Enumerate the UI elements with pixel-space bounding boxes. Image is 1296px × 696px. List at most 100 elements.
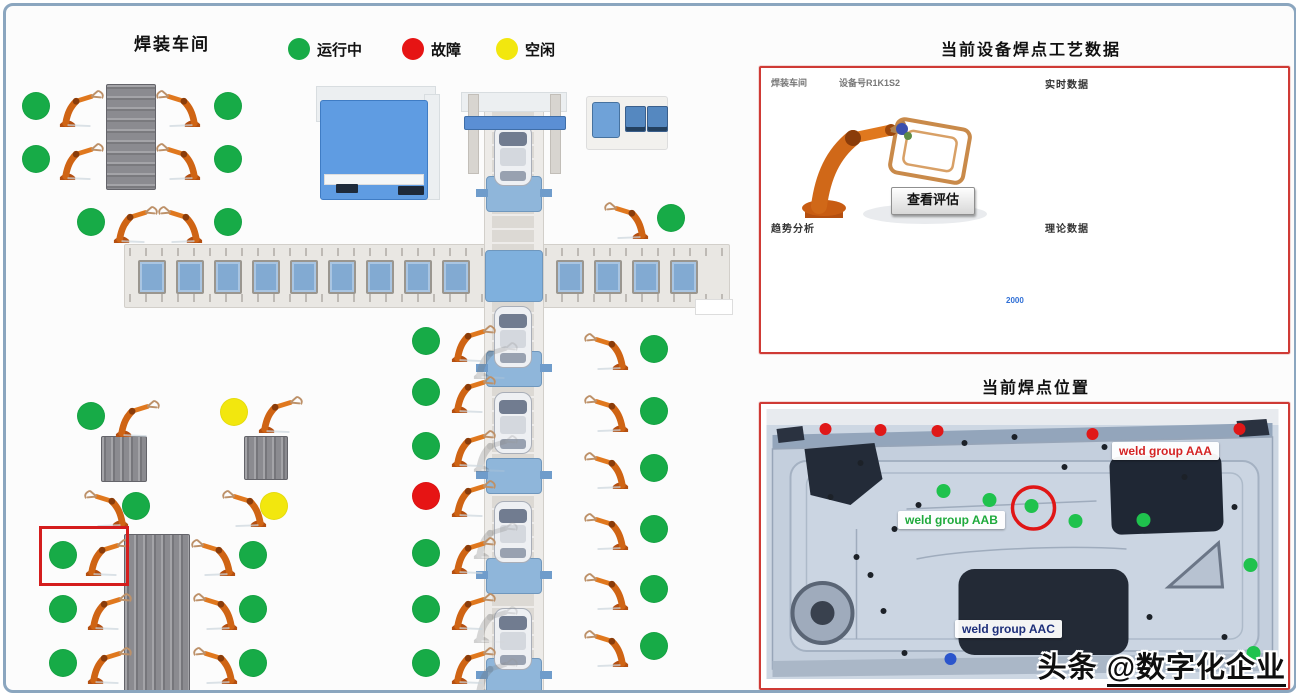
equipment-status-dot-running[interactable] — [77, 208, 105, 236]
robot-arm[interactable] — [251, 392, 305, 434]
equipment-status-dot-running[interactable] — [640, 454, 668, 482]
robot-arm[interactable] — [154, 86, 208, 128]
robot-arm[interactable] — [582, 391, 636, 433]
weld-point-green[interactable] — [1068, 514, 1083, 528]
equipment-status-dot-running[interactable] — [412, 378, 440, 406]
weld-point-red[interactable] — [1233, 423, 1246, 435]
robot-arm[interactable] — [78, 535, 132, 577]
equipment-status-dot-running[interactable] — [657, 204, 685, 232]
robot-arm[interactable] — [156, 202, 210, 244]
robot-arm[interactable] — [444, 426, 498, 468]
weld-point-red[interactable] — [874, 424, 887, 436]
weld-point-black[interactable] — [1146, 614, 1153, 620]
robot-arm[interactable] — [582, 448, 636, 490]
weld-point-black[interactable] — [1101, 444, 1108, 450]
weld-point-black[interactable] — [901, 650, 908, 656]
weld-point-black[interactable] — [1221, 634, 1228, 640]
weld-point-green[interactable] — [1243, 558, 1258, 572]
weld-point-black[interactable] — [915, 502, 922, 508]
weld-point-black[interactable] — [827, 494, 834, 500]
robot-arm[interactable] — [582, 329, 636, 371]
equipment-status-dot-running[interactable] — [412, 595, 440, 623]
weld-point-black[interactable] — [857, 460, 864, 466]
equipment-status-dot-idle[interactable] — [220, 398, 248, 426]
equipment-status-dot-running[interactable] — [412, 539, 440, 567]
robot-arm[interactable] — [582, 569, 636, 611]
weld-point-black[interactable] — [880, 608, 887, 614]
robot-arm[interactable] — [444, 643, 498, 685]
weld-group-label[interactable]: weld group AAC — [955, 620, 1062, 638]
robot-arm[interactable] — [82, 486, 136, 528]
equipment-status-dot-running[interactable] — [49, 541, 77, 569]
weld-point-black[interactable] — [867, 572, 874, 578]
weld-point-black[interactable] — [1181, 474, 1188, 480]
conveyor-pallet — [556, 260, 584, 294]
robot-arm[interactable] — [108, 396, 162, 438]
weld-point-green[interactable] — [1024, 499, 1039, 513]
robot-arm[interactable] — [191, 643, 245, 685]
robot-arm[interactable] — [602, 198, 656, 240]
weld-group-label[interactable]: weld group AAB — [898, 511, 1005, 529]
robot-arm[interactable] — [444, 533, 498, 575]
equipment-status-dot-running[interactable] — [214, 208, 242, 236]
robot-arm[interactable] — [191, 589, 245, 631]
weld-point-green[interactable] — [1246, 646, 1261, 660]
equipment-status-dot-running[interactable] — [122, 492, 150, 520]
equipment-status-dot-running[interactable] — [22, 145, 50, 173]
equipment-status-dot-fault[interactable] — [412, 482, 440, 510]
robot-arm[interactable] — [80, 643, 134, 685]
conveyor-pallet — [176, 260, 204, 294]
car-body — [494, 124, 532, 186]
robot-arm[interactable] — [52, 86, 106, 128]
robot-arm[interactable] — [444, 321, 498, 363]
weld-point-black[interactable] — [853, 554, 860, 560]
equipment-status-dot-running[interactable] — [214, 145, 242, 173]
weld-point-black[interactable] — [1231, 504, 1238, 510]
equipment-status-dot-running[interactable] — [239, 541, 267, 569]
robot-arm[interactable] — [189, 535, 243, 577]
weld-point-green[interactable] — [982, 493, 997, 507]
legend-idle-dot — [496, 38, 518, 60]
robot-arm[interactable] — [444, 589, 498, 631]
equipment-status-dot-running[interactable] — [77, 402, 105, 430]
equipment-status-dot-running[interactable] — [640, 515, 668, 543]
equipment-status-dot-running[interactable] — [412, 649, 440, 677]
weld-group-label[interactable]: weld group AAA — [1112, 442, 1219, 460]
weld-point-black[interactable] — [1011, 434, 1018, 440]
equipment-status-dot-running[interactable] — [640, 397, 668, 425]
equipment-status-dot-running[interactable] — [49, 649, 77, 677]
current-weld-highlight-circle — [1010, 485, 1057, 531]
equipment-status-dot-running[interactable] — [412, 432, 440, 460]
equipment-status-dot-idle[interactable] — [260, 492, 288, 520]
equipment-status-dot-running[interactable] — [22, 92, 50, 120]
view-evaluation-button[interactable]: 查看评估 — [891, 187, 975, 215]
robot-arm[interactable] — [154, 139, 208, 181]
weld-point-red[interactable] — [931, 425, 944, 437]
weld-point-green[interactable] — [1136, 513, 1151, 527]
robot-arm[interactable] — [106, 202, 160, 244]
weld-point-red[interactable] — [819, 423, 832, 435]
equipment-status-dot-running[interactable] — [412, 327, 440, 355]
conveyor-pallet — [594, 260, 622, 294]
robot-arm[interactable] — [52, 139, 106, 181]
robot-arm[interactable] — [444, 372, 498, 414]
robot-arm[interactable] — [444, 476, 498, 518]
weld-point-red[interactable] — [1086, 428, 1099, 440]
weld-point-green[interactable] — [936, 484, 951, 498]
robot-arm[interactable] — [582, 509, 636, 551]
robot-arm[interactable] — [582, 626, 636, 668]
equipment-status-dot-running[interactable] — [49, 595, 77, 623]
equipment-status-dot-running[interactable] — [640, 335, 668, 363]
robot-arm[interactable] — [220, 486, 274, 528]
robot-arm[interactable] — [80, 589, 134, 631]
equipment-status-dot-running[interactable] — [239, 649, 267, 677]
weld-point-black[interactable] — [961, 440, 968, 446]
equipment-status-dot-running[interactable] — [239, 595, 267, 623]
conveyor-pallet — [138, 260, 166, 294]
weld-point-black[interactable] — [891, 526, 898, 532]
weld-point-black[interactable] — [1061, 464, 1068, 470]
equipment-status-dot-running[interactable] — [640, 575, 668, 603]
weld-point-blue[interactable] — [944, 653, 957, 665]
equipment-status-dot-running[interactable] — [214, 92, 242, 120]
equipment-status-dot-running[interactable] — [640, 632, 668, 660]
